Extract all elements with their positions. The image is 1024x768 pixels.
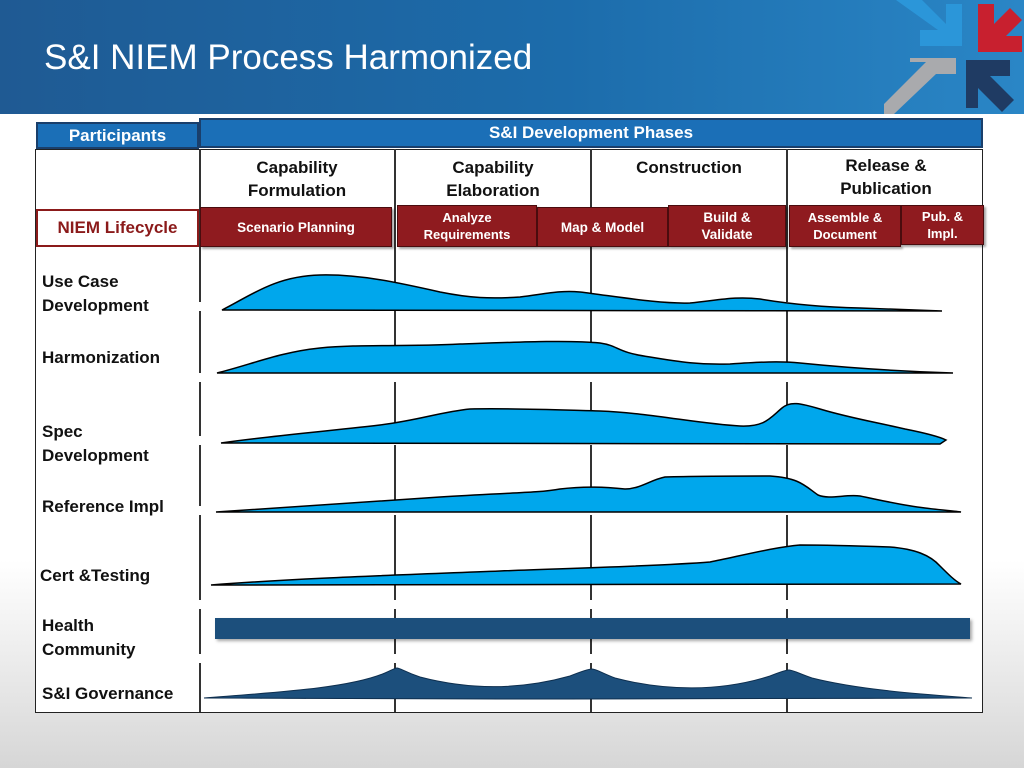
curve-harmonization [216, 340, 954, 374]
phase-capability-elaboration: Capability Elaboration [446, 158, 540, 200]
header-banner: S&I NIEM Process Harmonized [0, 0, 1024, 114]
stage-assemble-document: Assemble & Document [789, 205, 901, 247]
page-title: S&I NIEM Process Harmonized [44, 38, 533, 77]
phase-capability-formulation: Capability Formulation [247, 158, 347, 200]
phase-construction: Construction [636, 158, 742, 177]
stage-analyze-requirements: Analyze Requirements [397, 205, 537, 247]
curve-spec-development [220, 402, 948, 445]
curve-use-case-development [221, 274, 943, 312]
grid-divider [199, 149, 201, 712]
row-cert-testing: Cert &Testing [40, 566, 151, 585]
health-community-bar [215, 618, 970, 639]
stage-pub-impl: Pub. & Impl. [901, 205, 984, 245]
row-si-governance: S&I Governance [42, 684, 174, 703]
row-health-community: Health Community [42, 616, 136, 659]
row-spec-development: Spec Development [42, 422, 149, 465]
four-arrows-logo-icon [884, 0, 1022, 114]
row-harmonization: Harmonization [42, 348, 161, 367]
curve-cert-testing [210, 544, 962, 586]
stage-build-validate: Build & Validate [668, 205, 786, 247]
phase-release-publication: Release & Publication [840, 156, 932, 198]
niem-lifecycle-label: NIEM Lifecycle [36, 209, 199, 247]
stage-map-model: Map & Model [537, 207, 668, 247]
stage-scenario-planning: Scenario Planning [200, 207, 392, 247]
curve-si-governance [203, 667, 973, 700]
participants-header: Participants [36, 122, 199, 149]
row-use-case-development: Use Case Development [42, 272, 149, 315]
row-reference-impl: Reference Impl [42, 497, 164, 516]
curve-reference-impl [215, 475, 962, 513]
phases-header: S&I Development Phases [199, 118, 983, 148]
